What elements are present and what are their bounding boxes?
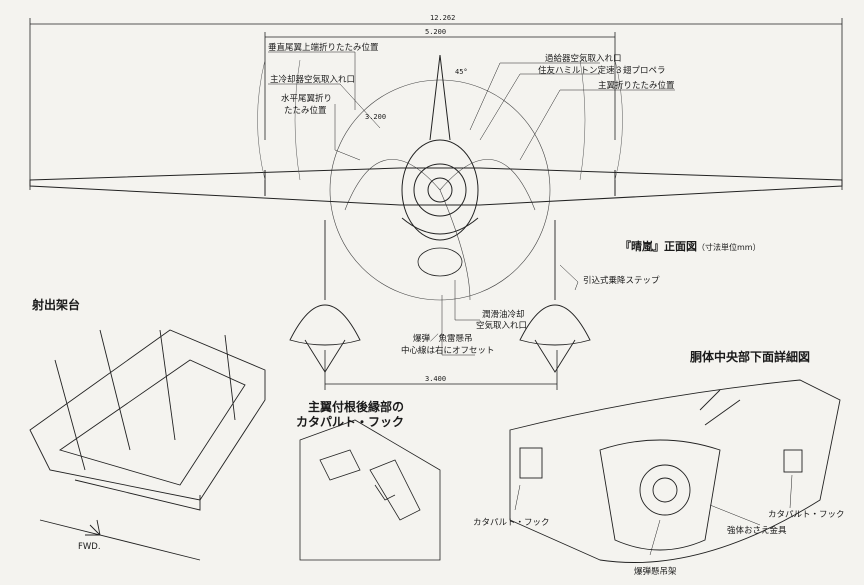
- fwd-label: FWD.: [78, 542, 101, 552]
- callout-oil-cooler-2: 空気取入れ口: [476, 321, 528, 331]
- prop-angle-label: 45°: [455, 68, 468, 76]
- callout-stab-fold-1: 水平尾翼折り: [281, 94, 333, 104]
- bomb-rack-label: 爆弾懸吊架: [634, 567, 677, 577]
- callout-step: 引込式乗降ステップ: [583, 276, 660, 286]
- tail-angle-label: 3.200: [365, 113, 387, 121]
- callout-oil-cooler-1: 潤滑油冷却: [482, 310, 525, 320]
- wing-front: [29, 167, 843, 206]
- hook-detail: [299, 419, 441, 561]
- units-text: （寸法単位mm）: [697, 243, 761, 252]
- span-dimension-line: [29, 18, 843, 190]
- right-float: [519, 220, 591, 373]
- callout-stab-fold-2: たたみ位置: [284, 106, 327, 116]
- underside-detail: [509, 379, 841, 563]
- callout-bomb-rack-2: 中心線は右にオフセット: [401, 346, 495, 356]
- callout-bomb-rack-1: 爆弾／魚雷懸吊: [413, 334, 473, 344]
- leader-lines: [268, 51, 675, 356]
- float-dimension-line: [324, 350, 558, 390]
- front-view-title-text: 『晴嵐』正面図: [620, 240, 697, 253]
- strut-clamp-label: 強体おさえ金具: [727, 526, 787, 536]
- callout-tail-fold: 垂直尾翼上端折りたたみ位置: [268, 43, 379, 53]
- callout-supercharger: 過給器空気取入れ口: [545, 54, 622, 64]
- span-total-label: 12.262: [430, 14, 456, 22]
- catapult-launcher: [29, 329, 266, 561]
- catapult-hook-right-label: カタパルト・フック: [768, 510, 845, 520]
- underside-title: 胴体中央部下面詳細図: [690, 350, 811, 364]
- fuselage-front: [401, 54, 479, 241]
- float-track-label: 3.400: [425, 375, 447, 383]
- callout-wing-fold: 主翼折りたたみ位置: [598, 81, 675, 91]
- launcher-title: 射出架台: [32, 298, 81, 312]
- hook-title-2: カタパルト・フック: [296, 415, 405, 429]
- bomb-front: [417, 247, 463, 277]
- front-view-title: 『晴嵐』正面図（寸法単位mm）: [620, 238, 761, 254]
- catapult-hook-left-label: カタパルト・フック: [473, 518, 550, 528]
- callout-propeller: 住友ハミルトン定速３翅プロペラ: [538, 66, 666, 76]
- propeller-arc: [329, 79, 551, 301]
- folded-wing-outline: [257, 59, 623, 181]
- hook-title-1: 主翼付根後縁部の: [308, 400, 405, 414]
- span-folded-label: 5.200: [425, 28, 447, 36]
- callout-main-cooler: 主冷却器空気取入れ口: [270, 75, 356, 85]
- left-float: [289, 220, 361, 373]
- folded-dimension-line: [264, 32, 616, 140]
